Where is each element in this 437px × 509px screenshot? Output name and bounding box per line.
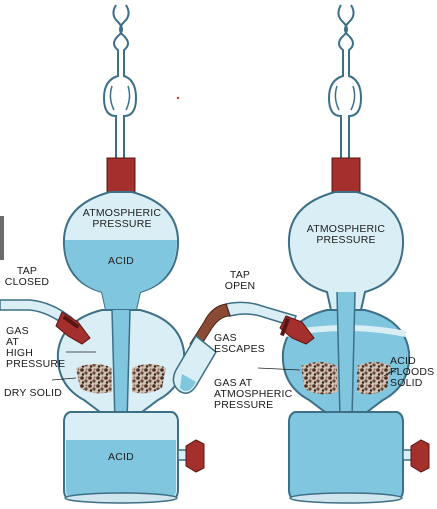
edge-mark <box>0 216 4 260</box>
tap-closed-line-2: CLOSED <box>4 276 50 288</box>
right-wet-solid-left <box>301 362 337 395</box>
left-atmospheric-pressure-label: ATMOSPHERIC PRESSURE <box>60 208 184 230</box>
left-safety-tube <box>102 4 138 160</box>
tap-open-line-2: OPEN <box>224 280 256 292</box>
left-top-acid <box>65 240 177 310</box>
acid-floods-line-3: SOLID <box>390 377 423 389</box>
left-tap-closed <box>55 311 91 345</box>
left-atmospheric-line-1: ATMOSPHERIC <box>82 207 162 219</box>
gas-high-line-2: AT <box>6 336 20 348</box>
dry-solid-label: DRY SOLID <box>4 387 63 399</box>
acid-floods-line-2: FLOODS <box>390 366 435 378</box>
right-apparatus <box>172 4 430 504</box>
gas-escapes-line-2: ESCAPES <box>214 343 266 355</box>
gas-escapes-line-1: GAS <box>214 332 237 344</box>
tap-open-line-1: TAP <box>229 269 251 281</box>
gas-high-pressure-label: GAS AT HIGH PRESSURE <box>6 326 65 370</box>
gas-atmospheric-pressure-label: GAS AT ATMOSPHERIC PRESSURE <box>214 378 292 411</box>
tap-closed-line-1: TAP <box>16 265 38 277</box>
left-acid-bottom-label: ACID <box>108 451 134 463</box>
gas-high-line-1: GAS <box>6 325 29 337</box>
right-bottom-stopper <box>410 439 430 473</box>
right-atmospheric-line-2: PRESSURE <box>316 234 376 246</box>
right-safety-tube <box>327 4 363 160</box>
right-atmospheric-pressure-label: ATMOSPHERIC PRESSURE <box>286 224 406 246</box>
gas-escapes-label: GAS ESCAPES <box>214 333 265 355</box>
left-apparatus <box>0 4 205 504</box>
left-top-stopper <box>106 157 136 193</box>
gas-atmos-line-1: GAS AT <box>214 377 253 389</box>
left-dry-solid-left <box>76 364 112 394</box>
left-bottom-stopper <box>185 439 205 473</box>
right-top-stopper <box>331 157 361 193</box>
left-acid-top-label: ACID <box>108 255 134 267</box>
left-atmospheric-line-2: PRESSURE <box>92 218 152 230</box>
left-dry-solid-right <box>132 364 166 394</box>
acid-floods-line-1: ACID <box>390 355 416 367</box>
right-bottom-vessel <box>288 411 404 501</box>
gas-high-line-4: PRESSURE <box>6 358 66 370</box>
left-bottom-acid <box>66 440 176 498</box>
tap-closed-label: TAP CLOSED <box>4 266 50 288</box>
acid-floods-solid-label: ACID FLOODS SOLID <box>390 356 434 389</box>
gas-atmos-line-3: PRESSURE <box>214 399 274 411</box>
right-atmospheric-line-1: ATMOSPHERIC <box>306 223 386 235</box>
tap-open-label: TAP OPEN <box>220 270 260 292</box>
gas-atmos-line-2: ATMOSPHERIC <box>214 388 293 400</box>
right-wet-solid-right <box>357 362 391 395</box>
gas-high-line-3: HIGH <box>6 347 34 359</box>
